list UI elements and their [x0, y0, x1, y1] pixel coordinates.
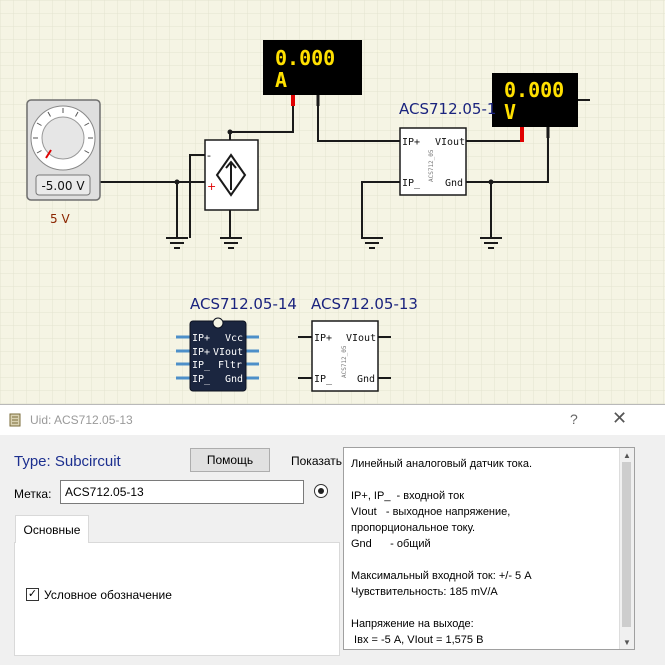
pin-ip-plus: IP+ [314, 333, 332, 344]
pin-ip-plus-1: IP+ [192, 333, 210, 344]
show-label-radio[interactable] [314, 484, 328, 498]
chip-13-side-text: ACS712_05 [341, 345, 348, 378]
schematic-canvas[interactable]: -5.00 V 5 V - + 0.000 A 0.000 V ACS712.0… [0, 0, 665, 404]
voltage-source[interactable]: -5.00 V [27, 100, 100, 200]
component-icon [9, 413, 21, 427]
ammeter-unit: A [275, 68, 287, 92]
pin-viout: VIout [435, 137, 465, 148]
chip-14-label: ACS712.05-14 [190, 295, 297, 313]
plus-sign: + [207, 180, 216, 193]
voltmeter-value: 0.000 [504, 78, 564, 102]
chip-main-label: ACS712.05-1 [399, 100, 496, 118]
pin-ip-minus: IP_ [402, 178, 421, 189]
chip-main[interactable]: IP+ IP_ VIout Gnd ACS712_05 [400, 128, 466, 195]
close-icon[interactable]: ✕ [612, 408, 627, 429]
pin-ip-minus-2: IP_ [192, 374, 211, 385]
pin-viout: VIout [213, 347, 243, 358]
label-caption: Метка: [14, 487, 51, 501]
source-value: -5.00 V [41, 179, 85, 193]
scroll-down-icon[interactable]: ▼ [623, 638, 631, 647]
pin-vcc: Vcc [225, 333, 243, 344]
pin-fltr: Fltr [218, 360, 242, 371]
dialog-titlebar[interactable]: Uid: ACS712.05-13 ? ✕ [0, 405, 665, 435]
voltmeter-unit: V [504, 100, 516, 124]
chip-13[interactable]: IP+ IP_ VIout Gnd ACS712_05 [298, 321, 391, 391]
help-question-icon[interactable]: ? [570, 411, 578, 427]
pin-ip-minus: IP_ [314, 374, 333, 385]
pin-ip-minus-1: IP_ [192, 360, 211, 371]
pin-gnd: Gnd [445, 178, 463, 189]
scroll-up-icon[interactable]: ▲ [623, 451, 631, 460]
tab-main[interactable]: Основные [15, 515, 89, 543]
symbol-checkbox-label[interactable]: Условное обозначение [44, 588, 172, 602]
description-scrollbar[interactable]: ▲ ▼ [619, 448, 634, 649]
chip-notch [213, 318, 223, 328]
current-source[interactable]: - + [205, 140, 258, 210]
schematic-svg: -5.00 V 5 V - + 0.000 A 0.000 V ACS712.0… [0, 0, 665, 404]
description-box[interactable]: Линейный аналоговый датчик тока. IP+, IP… [343, 447, 635, 650]
label-input[interactable] [60, 480, 304, 504]
source-label: 5 V [50, 212, 70, 226]
chip-main-side-text: ACS712_05 [428, 149, 435, 182]
pin-viout: VIout [346, 333, 376, 344]
pin-ip-plus-2: IP+ [192, 347, 210, 358]
help-button[interactable]: Помощь [190, 448, 270, 472]
scroll-thumb[interactable] [622, 462, 631, 627]
symbol-checkbox[interactable]: ✓ [26, 588, 39, 601]
description-text: Линейный аналоговый датчик тока. IP+, IP… [351, 456, 621, 648]
component-type: Type: Subcircuit [14, 453, 121, 470]
ammeter-value: 0.000 [275, 46, 335, 70]
pin-gnd: Gnd [225, 374, 243, 385]
properties-dialog: Uid: ACS712.05-13 ? ✕ Type: Subcircuit П… [0, 404, 665, 665]
dialog-title: Uid: ACS712.05-13 [30, 413, 133, 427]
minus-sign: - [207, 149, 211, 162]
pin-gnd: Gnd [357, 374, 375, 385]
pin-ip-plus: IP+ [402, 137, 420, 148]
show-label: Показать [291, 454, 342, 468]
chip-13-label: ACS712.05-13 [311, 295, 418, 313]
